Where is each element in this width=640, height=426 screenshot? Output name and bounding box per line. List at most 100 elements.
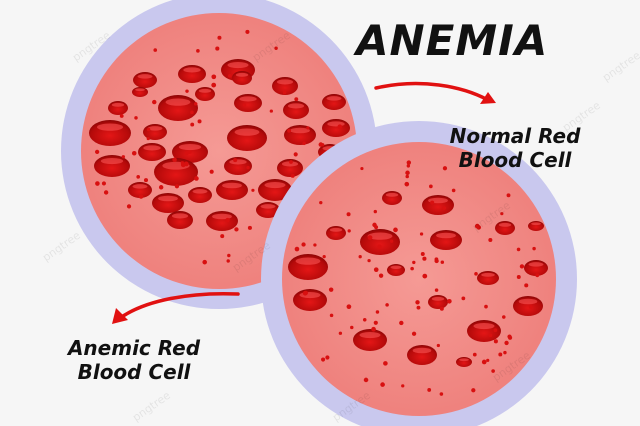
- red-blood-cell: [495, 221, 515, 235]
- platelet-dot: [174, 184, 180, 189]
- platelet-dot: [429, 184, 433, 189]
- platelet-dot: [375, 310, 380, 314]
- platelet-dot: [347, 229, 351, 233]
- platelet-dot: [507, 334, 512, 339]
- platelet-dot: [211, 74, 217, 80]
- platelet-dot: [363, 377, 369, 383]
- platelet-dot: [158, 185, 164, 190]
- platelet-dot: [486, 358, 490, 362]
- platelet-dot: [503, 350, 507, 355]
- platelet-dot: [504, 340, 509, 346]
- platelet-dot: [380, 382, 385, 387]
- platelet-dot: [502, 315, 506, 319]
- platelet-dot: [362, 318, 367, 322]
- platelet-dot: [516, 247, 521, 252]
- anemic-platelet-dots: [294, 160, 540, 396]
- platelet-dot: [371, 326, 376, 332]
- platelet-dot: [242, 103, 247, 107]
- platelet-dot: [146, 127, 151, 132]
- platelet-dot: [405, 170, 410, 176]
- platelet-dot: [367, 258, 371, 263]
- platelet-dot: [434, 258, 439, 264]
- platelet-dot: [306, 126, 310, 130]
- platelet-dot: [393, 227, 398, 233]
- platelet-dot: [416, 305, 421, 310]
- red-blood-cell: [258, 179, 292, 201]
- platelet-dot: [481, 359, 487, 365]
- platelet-dot: [328, 287, 334, 292]
- red-blood-cell: [284, 125, 316, 145]
- platelet-dot: [325, 355, 330, 360]
- platelet-dot: [337, 124, 343, 129]
- anemic-label-line-2: Blood Cell: [77, 360, 191, 384]
- red-blood-cell: [272, 77, 298, 95]
- red-blood-cell: [293, 289, 327, 311]
- platelet-dot: [439, 306, 444, 311]
- platelet-dot: [498, 352, 503, 357]
- platelet-dot: [121, 155, 126, 159]
- platelet-dot: [209, 169, 214, 174]
- platelet-dot: [516, 275, 521, 279]
- platelet-dot: [293, 152, 298, 157]
- red-blood-cell: [407, 345, 437, 365]
- platelet-dot: [422, 256, 427, 261]
- red-blood-cell: [154, 158, 198, 186]
- red-blood-cell: [428, 295, 448, 309]
- platelet-dot: [251, 188, 255, 192]
- red-blood-cell: [158, 95, 198, 121]
- platelet-dot: [373, 209, 377, 214]
- anemic-sample-plasma: [282, 142, 556, 416]
- platelet-dot: [329, 313, 334, 318]
- platelet-dot: [274, 46, 278, 50]
- platelet-dot: [532, 246, 536, 251]
- platelet-dot: [488, 237, 493, 242]
- red-blood-cell: [456, 357, 472, 367]
- platelet-dot: [185, 89, 189, 93]
- platelet-dot: [197, 119, 202, 124]
- platelet-dot: [350, 325, 354, 330]
- anemic-label-arrow: [112, 291, 240, 324]
- platelet-dot: [491, 369, 495, 373]
- red-blood-cell: [430, 230, 462, 250]
- red-blood-cell: [277, 159, 303, 177]
- platelet-dot: [406, 160, 412, 165]
- red-blood-cell: [195, 87, 215, 101]
- platelet-dot: [294, 97, 299, 102]
- platelet-dot: [152, 99, 157, 105]
- red-blood-cell: [133, 72, 157, 88]
- platelet-dot: [227, 73, 232, 78]
- platelet-dot: [211, 82, 217, 88]
- red-blood-cell: [422, 195, 454, 215]
- platelet-dot: [358, 255, 362, 259]
- platelet-dot: [493, 328, 498, 333]
- platelet-dot: [419, 232, 424, 236]
- platelet-dot: [373, 320, 378, 325]
- red-blood-cell: [353, 329, 387, 351]
- red-blood-cell: [216, 180, 248, 200]
- red-blood-cell: [227, 125, 267, 151]
- platelet-dot: [451, 188, 456, 193]
- red-blood-cell: [360, 229, 400, 255]
- platelet-dot: [322, 255, 326, 259]
- platelet-dot: [484, 304, 488, 309]
- normal-cell-label: Normal Red Blood Cell: [430, 124, 600, 172]
- platelet-dot: [227, 253, 231, 258]
- platelet-dot: [247, 225, 252, 230]
- platelet-dot: [289, 160, 293, 164]
- platelet-dot: [193, 102, 198, 106]
- platelet-dot: [406, 164, 411, 168]
- platelet-dot: [95, 181, 100, 186]
- platelet-dot: [383, 361, 388, 366]
- platelet-dot: [422, 273, 428, 279]
- platelet-dot: [524, 283, 529, 288]
- platelet-dot: [290, 173, 295, 178]
- anemic-red-cells: [288, 191, 548, 367]
- platelet-dot: [146, 136, 150, 141]
- platelet-dot: [313, 243, 317, 247]
- platelet-dot: [420, 252, 425, 256]
- red-blood-cell: [128, 182, 152, 198]
- platelet-dot: [320, 143, 325, 147]
- red-blood-cell: [232, 71, 252, 85]
- platelet-dot: [287, 128, 292, 133]
- platelet-dot: [360, 166, 364, 171]
